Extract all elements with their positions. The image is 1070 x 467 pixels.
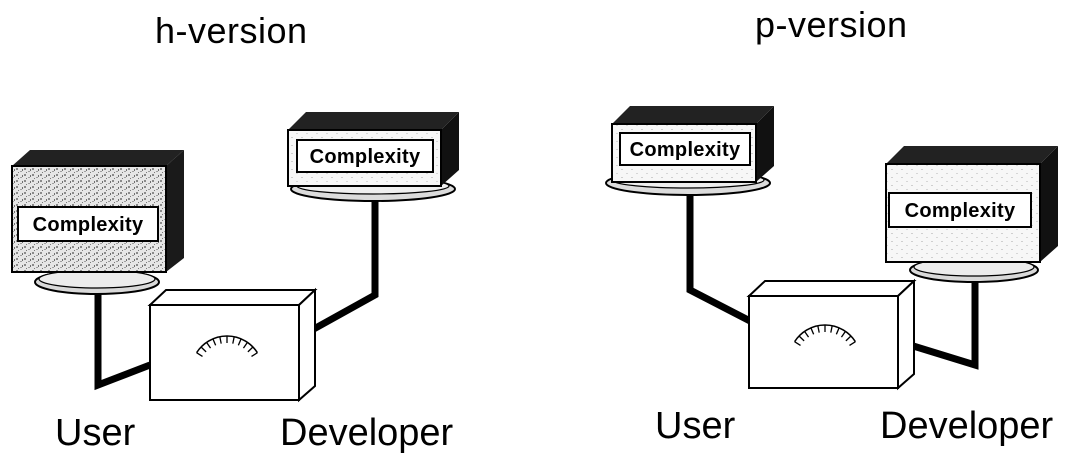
gauge-tick xyxy=(206,341,212,349)
p-user-monitor xyxy=(605,106,774,196)
h-version-diagram xyxy=(11,112,459,403)
h-developer-monitor xyxy=(287,112,459,202)
gauge-tick xyxy=(835,327,840,335)
gauge-tick xyxy=(794,341,801,347)
p-version-diagram xyxy=(605,106,1058,391)
p-version-title: p-version xyxy=(755,4,908,45)
p-meter-box xyxy=(746,278,917,391)
gauge-tick xyxy=(804,330,810,338)
gauge-tick xyxy=(247,346,254,353)
h-user-monitor-label: Complexity xyxy=(33,214,144,236)
h-version-title: h-version xyxy=(155,10,308,51)
gauge-tick xyxy=(840,330,846,338)
p-user-label: User xyxy=(655,405,736,447)
gauge-tick xyxy=(251,352,258,358)
p-developer-cable xyxy=(908,278,979,370)
p-developer-monitor xyxy=(885,146,1058,283)
h-user-monitor xyxy=(11,150,184,295)
h-developer-cable xyxy=(310,195,379,334)
p-user-cable xyxy=(686,190,754,326)
h-developer-label: Developer xyxy=(280,412,454,454)
p-user-monitor-label: Complexity xyxy=(630,139,741,161)
gauge-tick xyxy=(237,338,242,346)
gauge-tick xyxy=(200,346,207,353)
p-meter-gauge xyxy=(793,324,857,347)
h-meter-gauge xyxy=(195,335,259,358)
gauge-tick xyxy=(232,336,235,344)
gauge-tick xyxy=(798,335,805,342)
h-user-cable xyxy=(94,290,152,391)
h-developer-monitor-label: Complexity xyxy=(310,146,421,168)
p-developer-label: Developer xyxy=(880,405,1054,447)
gauge-tick xyxy=(219,336,222,344)
gauge-tick xyxy=(212,338,217,346)
gauge-tick xyxy=(196,352,203,358)
p-developer-monitor-label: Complexity xyxy=(905,200,1016,222)
gauge-tick xyxy=(817,325,820,333)
gauge-tick xyxy=(849,341,856,347)
gauge-tick xyxy=(810,327,815,335)
gauge-tick xyxy=(242,341,248,349)
gauge-tick xyxy=(830,325,833,333)
h-meter-box xyxy=(147,287,318,403)
h-user-label: User xyxy=(55,412,136,454)
gauge-tick xyxy=(845,335,852,342)
